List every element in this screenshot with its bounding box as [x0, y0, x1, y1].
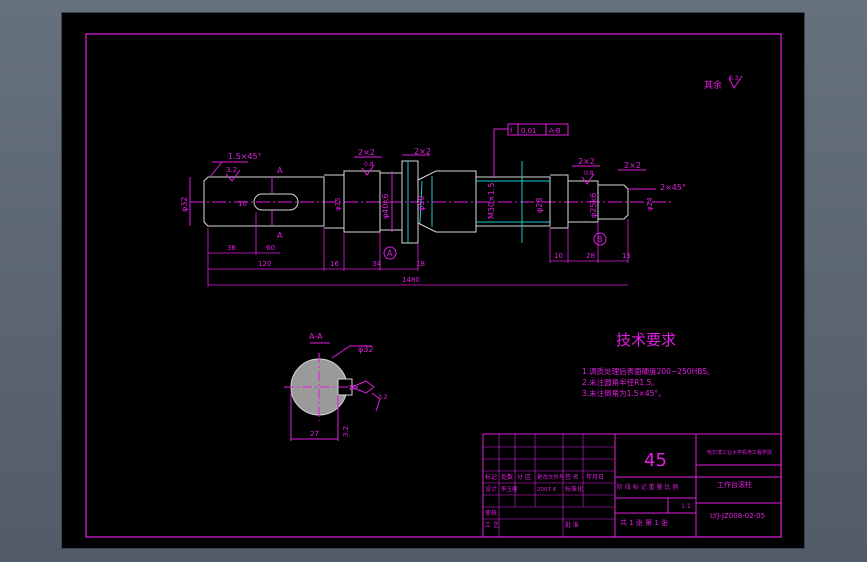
groove-1-ra: 0.8 — [364, 161, 374, 168]
thread: M30×1.5 — [487, 182, 496, 219]
dia-35: φ35 — [334, 197, 342, 211]
dim-total: 1480 — [402, 276, 420, 284]
surface-value: 6.3 — [729, 75, 739, 82]
datum-b: B — [597, 235, 603, 244]
th-mark: 标记 — [485, 473, 497, 481]
tb-drawing-no: LYJ-JZ008-02-05 — [710, 512, 765, 520]
dim-28: 28 — [586, 252, 595, 260]
section-ra-top: 3.2 — [378, 394, 388, 401]
section-mark-top: A — [277, 166, 283, 175]
dia-24: φ24 — [646, 197, 654, 211]
geo-tol-value: 0.01 — [521, 127, 537, 135]
tb-part-name: 工作台滚柱 — [717, 480, 752, 489]
th-date: 年月日 — [586, 473, 604, 481]
section-dia: φ32 — [358, 345, 373, 354]
dia-28: φ28 — [535, 198, 544, 213]
tech-item-2: 2.未注圆角半径R1.5。 — [582, 377, 659, 387]
tb-scale: 1:1 — [681, 503, 691, 510]
tech-heading: 技术要求 — [616, 331, 676, 349]
dim-18: 18 — [416, 260, 425, 268]
segment-25 — [568, 180, 599, 223]
geo-tol-symbol: f — [510, 127, 513, 135]
section-view: A-A φ32 10 27 3.2 3.2 — [284, 332, 388, 441]
keyway — [253, 193, 299, 211]
chamfer-left: 1.5×45° — [228, 152, 262, 161]
drawing-sheet[interactable]: 其余 6.3 A A 1.5×45° — [62, 13, 804, 548]
groove-1: 2×2 — [358, 148, 375, 157]
geo-tol-datum: A-B — [549, 127, 561, 135]
tb-sheets: 共 1 张 第 1 张 — [620, 518, 668, 527]
tech-item-3: 3.未注倒角为1.5×45°。 — [582, 388, 666, 398]
gear-lines — [419, 176, 433, 227]
section-key-width: 10 — [348, 384, 357, 392]
chamfer-right: 2×45° — [660, 183, 686, 192]
section-mark-bottom: A — [277, 231, 283, 240]
surface-note: 其余 — [704, 79, 722, 91]
dim-36: 36 — [227, 244, 236, 252]
th-change: 更改文件号 — [537, 473, 565, 481]
dia-50: φ50 — [417, 196, 426, 211]
drawing-canvas: 其余 6.3 A A 1.5×45° — [85, 33, 782, 538]
tb-design: 设计 — [485, 485, 497, 493]
th-sign: 签 名 — [565, 473, 579, 481]
key-width: 10 — [238, 200, 247, 208]
th-count: 处数 — [501, 473, 513, 481]
tb-material: 45 — [644, 450, 667, 471]
dim-10: 10 — [554, 252, 563, 260]
groove-2: 2×2 — [414, 147, 431, 156]
inner-frame — [85, 33, 782, 538]
tb-stage-labels: 阶 段 标 记 重 量 比 例 — [617, 483, 678, 491]
main-view: A A 1.5×45° 3.2 φ32 10 2×2 0.8 φ35 φ40k6… — [180, 123, 686, 287]
title-block: 标记 处数 分 区 更改文件号 签 名 年月日 设计 李玉健 2007.6 标准… — [482, 433, 782, 538]
dim-16: 16 — [330, 260, 339, 268]
section-title: A-A — [309, 332, 323, 341]
dim-15: 15 — [622, 252, 631, 260]
tb-design-date: 2007.6 — [537, 487, 557, 493]
groove-4: 2×2 — [624, 161, 641, 170]
segment-28 — [550, 174, 569, 229]
tb-approve: 批 准 — [565, 521, 579, 529]
tb-standard: 标准化 — [565, 485, 583, 493]
section-ra: 3.2 — [342, 426, 350, 437]
datum-a: A — [387, 249, 393, 258]
tb-school: 哈尔滨工业大学机电工程学院 — [707, 449, 772, 456]
dim-120: 120 — [258, 260, 271, 268]
section-depth: 27 — [310, 430, 319, 438]
tech-item-1: 1.调质处理后表面硬度200~250HBS。 — [582, 366, 714, 376]
dia-left: φ32 — [180, 197, 189, 212]
groove-3: 2×2 — [578, 157, 595, 166]
dia-25: φ25k6 — [589, 193, 598, 218]
dia-40: φ40k6 — [381, 194, 390, 219]
tb-review: 审核 — [485, 509, 497, 517]
roughness-symbol-icon — [728, 75, 743, 89]
tb-designer: 李玉健 — [501, 485, 518, 493]
tb-process: 工 艺 — [485, 521, 499, 529]
segment-24 — [598, 184, 629, 220]
dim-34: 34 — [372, 260, 381, 268]
neck — [380, 172, 402, 231]
ra-left: 3.2 — [226, 166, 237, 174]
th-zone: 分 区 — [517, 473, 531, 481]
dim-60: 60 — [266, 244, 275, 252]
groove-3-ra: 0.8 — [584, 170, 594, 177]
